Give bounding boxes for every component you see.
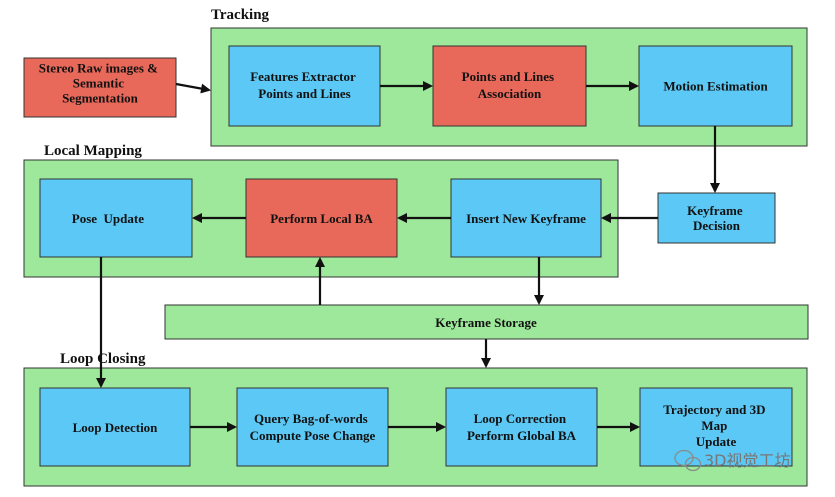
svg-text:Stereo Raw images & Sema: Stereo Raw images & Semantic Segmentatio… (39, 61, 162, 106)
keyframe-storage-bar (164, 304, 809, 340)
svg-text:Pose Update: Pose Update (72, 211, 160, 226)
arrow-input-to-tracking (175, 82, 211, 94)
insert-new-keyframe-label-1: Insert New Keyframe (466, 211, 586, 226)
query-bag-of-words-box: Query Bag-of-words Compute Pose Change (236, 387, 389, 467)
svg-text:Features Extractor Point: Features Extractor Points and Lines (250, 69, 359, 101)
loop-correction-label-1: Loop Correction (474, 411, 567, 426)
wechat-watermark: 3D视觉工坊 (674, 449, 791, 472)
svg-text:Query Bag-of-words Compu: Query Bag-of-words Compute Pose Change (250, 411, 376, 443)
motion-estimation-label-1: Motion Estimation (663, 79, 768, 94)
loop-correction-box: Loop Correction Perform Global BA (445, 387, 598, 467)
points-lines-association-box: Points and Lines Association (432, 45, 587, 127)
loop-closing-title: Loop Closing (60, 351, 146, 367)
perform-local-ba-label-1: Perform Local BA (270, 211, 373, 226)
features-extractor-label-1: Features Extractor (250, 69, 356, 84)
query-bag-of-words-label-1: Query Bag-of-words (254, 411, 368, 426)
stereo-input-label-3: Segmentation (62, 91, 139, 106)
stereo-input-label-2: Semantic (73, 76, 125, 91)
features-extractor-box: Features Extractor Points and Lines (228, 45, 381, 127)
local-mapping-title: Local Mapping (44, 143, 142, 159)
pose-update-box: Pose Update (39, 178, 193, 258)
svg-text:Loop Correction Perform: Loop Correction Perform Global BA (467, 411, 577, 443)
svg-text:Loop Detection: Loop Detection (73, 420, 159, 435)
svg-text:Perform Local BA: Perform Local BA (270, 211, 373, 226)
stereo-input-label-1: Stereo Raw images & (39, 61, 158, 76)
query-bag-of-words-label-2: Compute Pose Change (250, 428, 376, 443)
keyframe-decision-label-1: Keyframe (687, 203, 743, 218)
svg-text:Trajectory and 3D Map: Trajectory and 3D Map Update (663, 402, 769, 449)
points-lines-association-label-1: Points and Lines (462, 69, 554, 84)
perform-local-ba-box: Perform Local BA (245, 178, 398, 258)
trajectory-map-update-label-3: Update (696, 434, 737, 449)
keyframe-decision-box: Keyframe Decision (657, 192, 776, 244)
loop-detection-label-1: Loop Detection (73, 420, 159, 435)
tracking-title: Tracking (211, 7, 270, 23)
points-lines-association-label-2: Association (478, 86, 542, 101)
keyframe-decision-label-2: Decision (693, 218, 741, 233)
flow-arrows (96, 81, 720, 432)
svg-text:Insert New Keyframe: Insert New Keyframe (466, 211, 586, 226)
insert-new-keyframe-box: Insert New Keyframe (450, 178, 602, 258)
svg-text:Motion Estimation: Motion Estimation (663, 79, 768, 94)
wechat-logo-icon (674, 449, 702, 472)
trajectory-map-update-label-2: Map (701, 418, 727, 433)
loop-detection-box: Loop Detection (39, 387, 191, 467)
trajectory-map-update-label-1: Trajectory and 3D (663, 402, 765, 417)
pose-update-label-1: Pose Update (72, 211, 144, 226)
features-extractor-label-2: Points and Lines (258, 86, 350, 101)
stereo-input-box: Stereo Raw images & Semantic Segmentatio… (23, 57, 177, 118)
trajectory-map-update-box: Trajectory and 3D Map Update (639, 387, 793, 467)
keyframe-storage-label: Keyframe Storage (435, 315, 537, 330)
motion-estimation-box: Motion Estimation (638, 45, 793, 127)
watermark-text: 3D视觉工坊 (704, 451, 791, 470)
loop-correction-label-2: Perform Global BA (467, 428, 577, 443)
svg-text:Points and Lines Associa: Points and Lines Association (462, 69, 558, 101)
svg-text:Keyframe Decision: Keyframe Decision (687, 203, 746, 233)
